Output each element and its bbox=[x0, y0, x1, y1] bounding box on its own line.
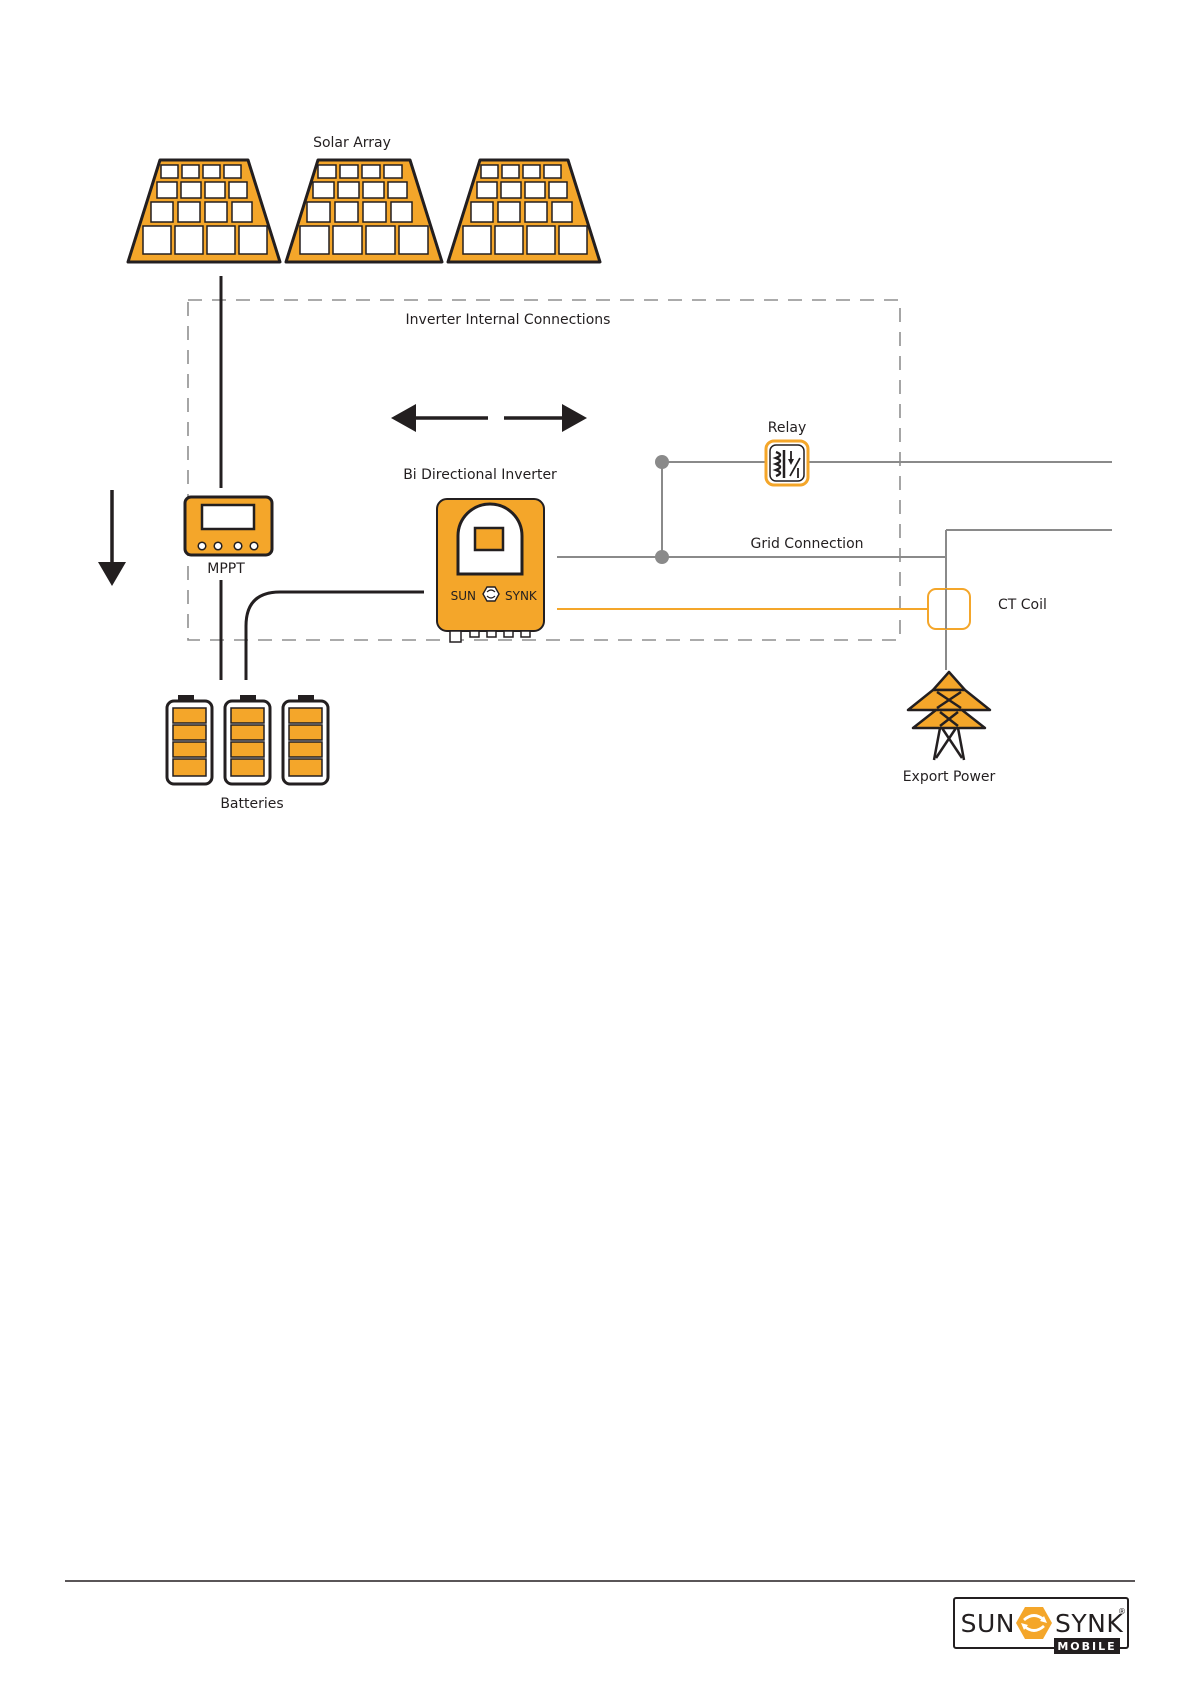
footer-logo: SUN SYNK ® MOBILE bbox=[954, 1598, 1128, 1654]
battery-icon bbox=[283, 695, 328, 784]
relay-label: Relay bbox=[768, 420, 806, 436]
inverter-internal-label: Inverter Internal Connections bbox=[406, 312, 611, 328]
arrow-down-icon bbox=[98, 490, 126, 586]
wiring bbox=[221, 276, 1112, 680]
inverter-brand-right: SYNK bbox=[505, 589, 538, 603]
solar-panel-icon bbox=[286, 160, 442, 262]
battery-icon bbox=[167, 695, 212, 784]
solar-array: Solar Array bbox=[128, 135, 600, 262]
grid-connection-label: Grid Connection bbox=[750, 536, 863, 552]
sunsynk-mark-icon bbox=[483, 587, 499, 601]
logo-registered-mark: ® bbox=[1118, 1607, 1126, 1616]
batteries bbox=[167, 695, 328, 784]
ct-coil-label: CT Coil bbox=[998, 597, 1047, 613]
inverter-label: Bi Directional Inverter bbox=[403, 467, 557, 483]
export-power-label: Export Power bbox=[903, 769, 996, 785]
solar-panel-icon bbox=[128, 160, 280, 262]
inverter-icon: SUN SYNK bbox=[437, 499, 544, 642]
logo-text-left: SUN bbox=[961, 1609, 1015, 1638]
battery-icon bbox=[225, 695, 270, 784]
solar-array-label: Solar Array bbox=[313, 135, 391, 151]
pylon-icon bbox=[908, 672, 990, 760]
mppt-label: MPPT bbox=[207, 561, 245, 577]
solar-panel-icon bbox=[448, 160, 600, 262]
relay-icon bbox=[766, 441, 808, 485]
arrow-right-icon bbox=[504, 404, 587, 432]
batteries-label: Batteries bbox=[220, 796, 283, 812]
mppt-controller-icon bbox=[185, 497, 272, 555]
inverter-brand-left: SUN bbox=[451, 589, 476, 603]
ct-coil-icon bbox=[928, 589, 970, 629]
arrow-left-icon bbox=[391, 404, 488, 432]
logo-mobile-text: MOBILE bbox=[1057, 1640, 1116, 1653]
logo-text-right: SYNK bbox=[1055, 1609, 1123, 1638]
